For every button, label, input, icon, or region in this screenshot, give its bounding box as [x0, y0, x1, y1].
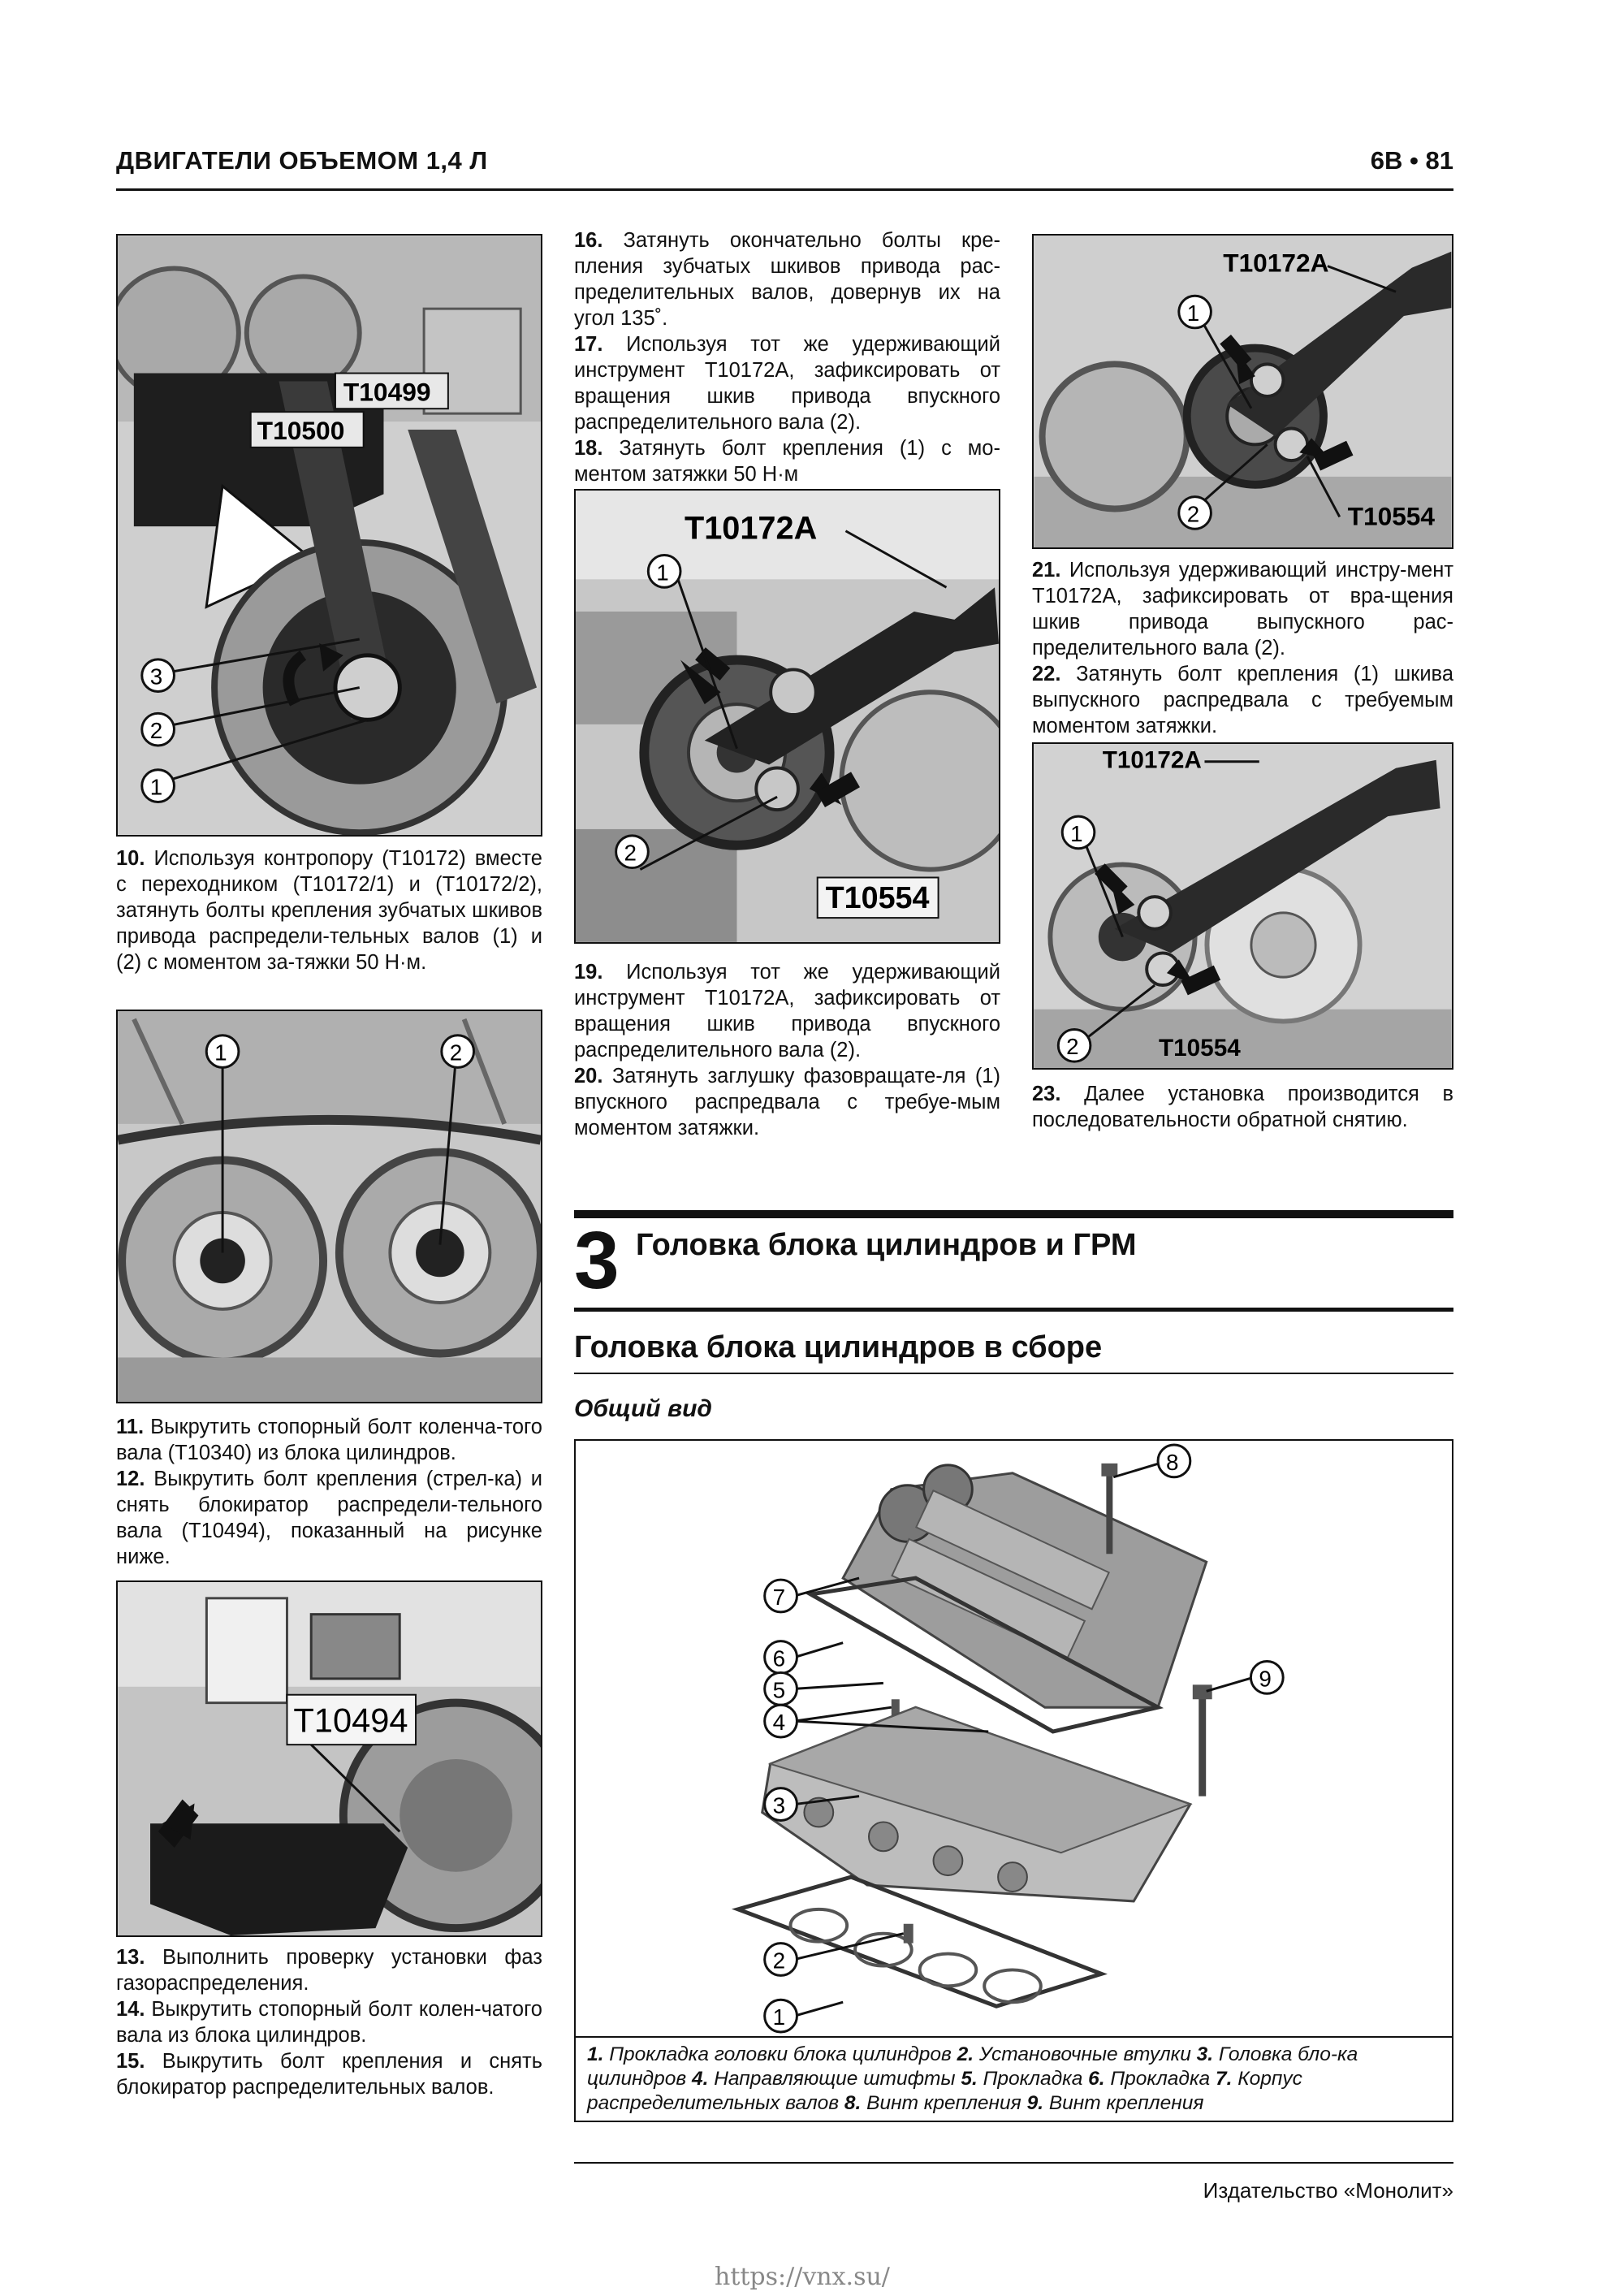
svg-text:6: 6 [773, 1645, 785, 1671]
callout-8: 8 [1156, 1443, 1192, 1479]
svg-text:1: 1 [1187, 301, 1199, 326]
callout-1: 1 [140, 768, 175, 803]
svg-text:4: 4 [773, 1710, 785, 1735]
header-rule [116, 188, 1453, 191]
callout-1: 1 [205, 1034, 240, 1069]
step-17: 17. Используя тот же удерживающий инстру… [574, 333, 1000, 434]
section-title: Головка блока цилиндров и ГРМ [636, 1228, 1137, 1262]
section-rule-bottom [574, 1308, 1453, 1312]
callout-5: 5 [763, 1671, 798, 1706]
callout-7: 7 [763, 1578, 798, 1614]
step-16: 16. Затянуть окончательно болты кре-плен… [574, 229, 1000, 330]
step-22: 22. Затянуть болт крепления (1) шкива вы… [1032, 663, 1454, 737]
tool-label-t10554: T10554 [1348, 501, 1436, 530]
tool-label-t10172a: T10172A [685, 511, 817, 547]
section-rule-top [574, 1210, 1453, 1218]
tool-label-t10172a: T10172A [1223, 249, 1328, 278]
watermark-url: https://vnx.su/ [715, 2263, 890, 2291]
tool-label-t10554: T10554 [1159, 1035, 1241, 1062]
step-18: 18. Затянуть болт крепления (1) с мо-мен… [574, 437, 1000, 486]
step-23: 23. Далее установка производится в после… [1032, 1083, 1453, 1131]
svg-text:2: 2 [773, 1948, 785, 1973]
figure-intake-camshaft-holding: T10172A T10554 1 2 [574, 489, 1000, 944]
callout-2: 2 [615, 834, 650, 870]
svg-text:1: 1 [214, 1040, 227, 1065]
footer-rule [574, 2162, 1453, 2164]
callout-2: 2 [1177, 495, 1212, 530]
step-19: 19. Используя тот же удерживающий инстру… [574, 961, 1000, 1062]
minor-title: Общий вид [574, 1395, 712, 1422]
callout-3: 3 [763, 1787, 798, 1822]
step-20: 20. Затянуть заглушку фазовращате-ля (1)… [574, 1065, 1000, 1139]
step-15: 15. Выкрутить болт крепления и снять бло… [116, 2050, 542, 2099]
callout-2: 2 [440, 1034, 476, 1069]
svg-text:1: 1 [150, 775, 162, 800]
step-21: 21. Используя удерживающий инстру-мент T… [1032, 559, 1453, 659]
section-number: 3 [574, 1215, 620, 1306]
svg-text:1: 1 [1070, 821, 1082, 846]
subsection-title: Головка блока цилиндров в сборе [574, 1330, 1103, 1364]
svg-text:8: 8 [1166, 1450, 1178, 1475]
tool-label-t10172a: T10172A [1103, 747, 1202, 774]
svg-text:2: 2 [150, 718, 162, 743]
figure-cylinder-head-exploded: 8 7 6 5 4 9 3 2 1 [574, 1439, 1453, 2038]
figure-exhaust-camshaft-holding: T10172A T10554 1 2 [1032, 234, 1453, 549]
step-14: 14. Выкрутить стопорный болт колен-чатог… [116, 1998, 542, 2047]
callout-1: 1 [763, 1998, 798, 2034]
svg-text:2: 2 [450, 1040, 462, 1065]
svg-text:5: 5 [773, 1677, 785, 1702]
step-10: 10. Используя контропору (T10172) вместе… [116, 847, 542, 974]
publisher: Издательство «Монолит» [1203, 2178, 1453, 2203]
svg-text:3: 3 [773, 1792, 785, 1818]
tool-label-t10500: T10500 [257, 416, 345, 445]
callout-1: 1 [646, 554, 682, 589]
callout-2: 2 [763, 1942, 798, 1977]
callout-1: 1 [1177, 294, 1212, 330]
callout-1: 1 [1060, 815, 1096, 850]
svg-text:9: 9 [1259, 1666, 1271, 1691]
svg-text:2: 2 [624, 841, 637, 866]
figure-camshaft-lock: T10494 [116, 1580, 542, 1937]
svg-text:2: 2 [1066, 1034, 1078, 1059]
callout-3: 3 [140, 658, 175, 694]
step-11: 11. Выкрутить стопорный болт коленча-тог… [116, 1416, 542, 1464]
subsection-rule [574, 1373, 1453, 1374]
figure-caption: 1. Прокладка головки блока цилиндров 2. … [574, 2038, 1453, 2122]
callout-9: 9 [1249, 1660, 1285, 1695]
tool-label-t10499: T10499 [343, 377, 431, 406]
svg-text:2: 2 [1187, 501, 1199, 526]
svg-text:1: 1 [656, 560, 668, 585]
step-13: 13. Выполнить проверку установки фаз газ… [116, 1946, 542, 1995]
figure-exhaust-bolt-tightening: T10172A T10554 1 2 [1032, 742, 1453, 1070]
callout-6: 6 [763, 1640, 798, 1675]
step-12: 12. Выкрутить болт крепления (стрел-ка) … [116, 1468, 542, 1568]
tool-label-t10554: T10554 [826, 880, 930, 915]
figure-camshaft-tools: T10499 T10500 3 2 1 [116, 234, 542, 837]
svg-text:7: 7 [773, 1585, 785, 1610]
page-number: 6В • 81 [1370, 146, 1453, 175]
callout-4: 4 [763, 1703, 798, 1739]
running-header-title: ДВИГАТЕЛИ ОБЪЕМОМ 1,4 Л [116, 146, 488, 175]
callout-2: 2 [140, 711, 175, 747]
tool-label-t10494: T10494 [293, 1701, 408, 1739]
svg-text:3: 3 [150, 664, 162, 690]
svg-text:1: 1 [773, 2004, 785, 2030]
callout-2: 2 [1056, 1027, 1092, 1063]
figure-camshaft-sprockets: 1 2 [116, 1010, 542, 1403]
